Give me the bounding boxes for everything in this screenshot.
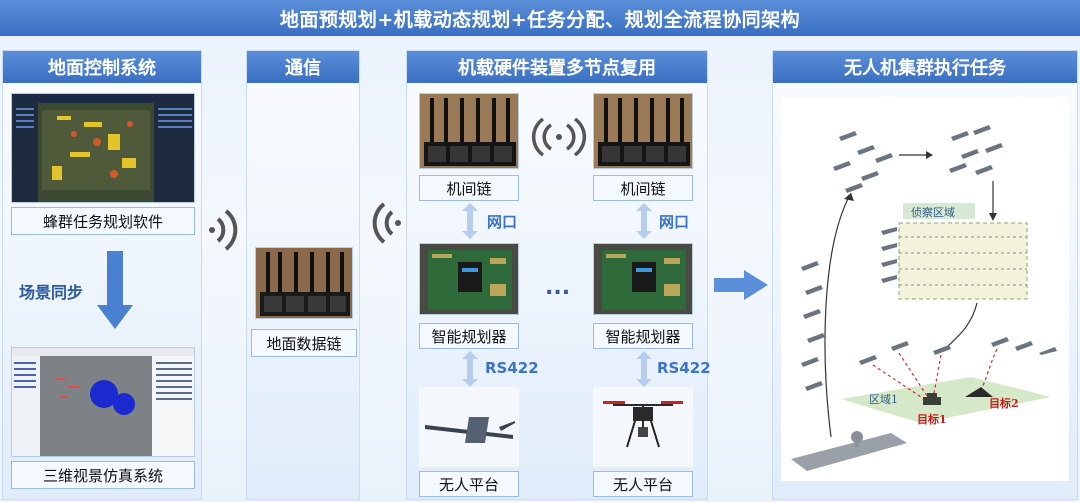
recon-area-label: 侦察区域 — [911, 206, 955, 219]
wireless-icon — [372, 202, 401, 244]
target-2-label: 目标2 — [989, 397, 1019, 410]
interlink-photo-2 — [593, 93, 693, 169]
planner-label-1: 智能规划器 — [419, 323, 519, 349]
target-1-label: 目标1 — [917, 413, 947, 426]
planner-board-photo-2 — [593, 243, 693, 315]
uav-platform-label-1: 无人平台 — [419, 471, 519, 497]
scene-sync-label: 场景同步 — [19, 283, 84, 302]
planner-label-2: 智能规划器 — [593, 323, 693, 349]
interlink-photo-1 — [419, 93, 519, 169]
multirotor-uav-image — [593, 387, 693, 467]
double-arrow-icon — [636, 203, 652, 239]
3d-simulation-label: 三维视景仿真系统 — [11, 461, 195, 489]
page-title: 地面预规划+机载动态规划+任务分配、规划全流程协同架构 — [0, 0, 1080, 36]
swarm-panel: 无人机集群执行任务 — [772, 50, 1078, 500]
interlink-label-1: 机间链 — [419, 175, 519, 201]
rs422-label-1: RS422 — [485, 359, 539, 377]
port-label-2: 网口 — [659, 213, 690, 231]
ground-control-panel: 地面控制系统 — [2, 50, 202, 500]
port-label-1: 网口 — [487, 213, 518, 231]
3d-simulation-screenshot — [11, 347, 195, 457]
comm-panel: 通信 地面数据链 — [246, 50, 360, 500]
sync-down-arrow — [97, 251, 133, 329]
uav-platform-label-2: 无人平台 — [593, 471, 693, 497]
comm-title: 通信 — [247, 51, 359, 83]
swarm-title: 无人机集群执行任务 — [773, 51, 1077, 83]
wireless-icon — [209, 209, 238, 251]
onboard-title: 机载硬件装置多节点复用 — [407, 51, 707, 83]
ground-datalink-label: 地面数据链 — [251, 329, 357, 357]
double-arrow-icon — [462, 351, 478, 387]
area-1-label: 区域1 — [869, 393, 898, 406]
fixed-wing-uav-image — [419, 387, 519, 467]
rs422-label-2: RS422 — [657, 359, 711, 377]
ground-control-title: 地面控制系统 — [3, 51, 201, 83]
planning-software-screenshot — [11, 93, 195, 203]
ground-datalink-photo — [255, 247, 353, 319]
double-arrow-icon — [636, 351, 652, 387]
planning-software-label: 蜂群任务规划软件 — [11, 207, 195, 235]
double-arrow-icon — [462, 203, 478, 239]
swarm-scene: 侦察区域 区域1 目标1 目标2 — [781, 97, 1069, 481]
wireless-icon — [531, 117, 587, 157]
ellipsis-text: ... — [545, 275, 571, 300]
onboard-panel: 机载硬件装置多节点复用 机间链 网口 智能规划器 RS422 — [406, 50, 711, 500]
planner-board-photo-1 — [419, 243, 519, 315]
flow-right-arrow — [714, 270, 768, 300]
interlink-label-2: 机间链 — [593, 175, 693, 201]
